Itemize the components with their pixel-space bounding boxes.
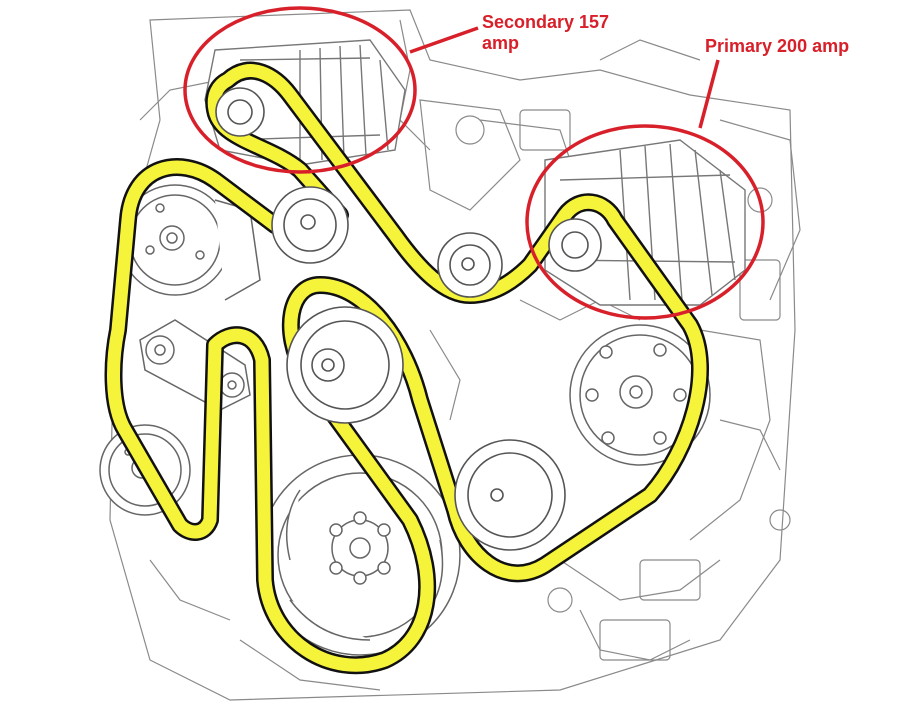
serpentine-belt [104,61,709,675]
primary-label-line1: Primary 200 amp [705,36,850,56]
upper-idler-pulley [271,186,349,264]
power-steering-pump [119,184,261,301]
primary-leader-line [698,59,720,129]
secondary-label-line2: amp [482,33,520,53]
annotation-marks [183,6,765,320]
secondary-alternator-pulley [215,87,265,137]
primary-alternator-pulley [548,218,602,272]
secondary-alternator-highlight [183,6,417,174]
secondary-alternator-label: Secondary 157 amp [482,12,609,54]
secondary-leader-line [409,26,479,54]
primary-alternator-label: Primary 200 amp [705,36,849,57]
center-idler-pulley [437,232,503,298]
secondary-label-line1: Secondary 157 [482,12,610,32]
primary-alternator-highlight [525,124,765,320]
water-pump [569,324,711,466]
lower-right-pulley [454,439,566,551]
large-center-pulley [286,306,404,424]
